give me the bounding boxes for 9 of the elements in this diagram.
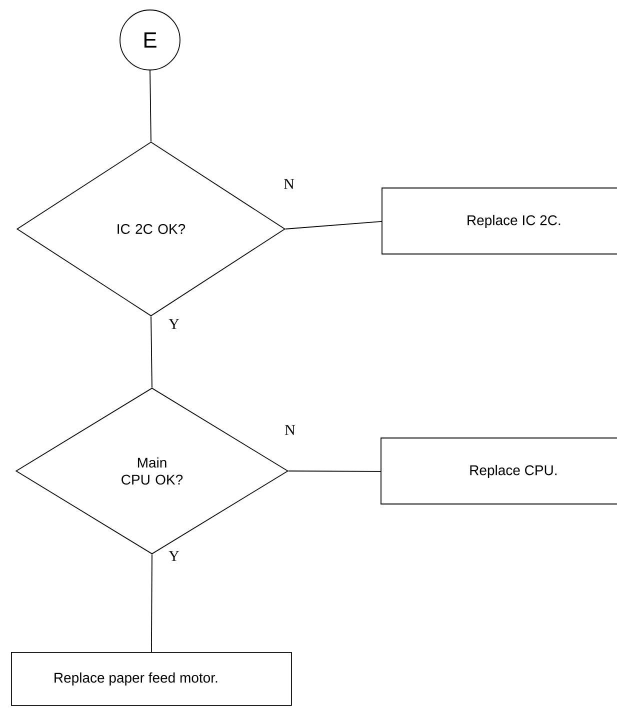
process-box: Replace IC 2C. xyxy=(382,188,617,254)
process-box: Replace CPU. xyxy=(380,438,617,504)
edge-label: Y xyxy=(168,318,180,330)
connector-line xyxy=(288,470,382,472)
connector-line xyxy=(150,70,152,142)
process-box: Replace paper feed motor. xyxy=(11,652,292,706)
connector-line xyxy=(150,316,152,388)
connector-line xyxy=(285,221,382,230)
connector-line xyxy=(151,554,152,652)
